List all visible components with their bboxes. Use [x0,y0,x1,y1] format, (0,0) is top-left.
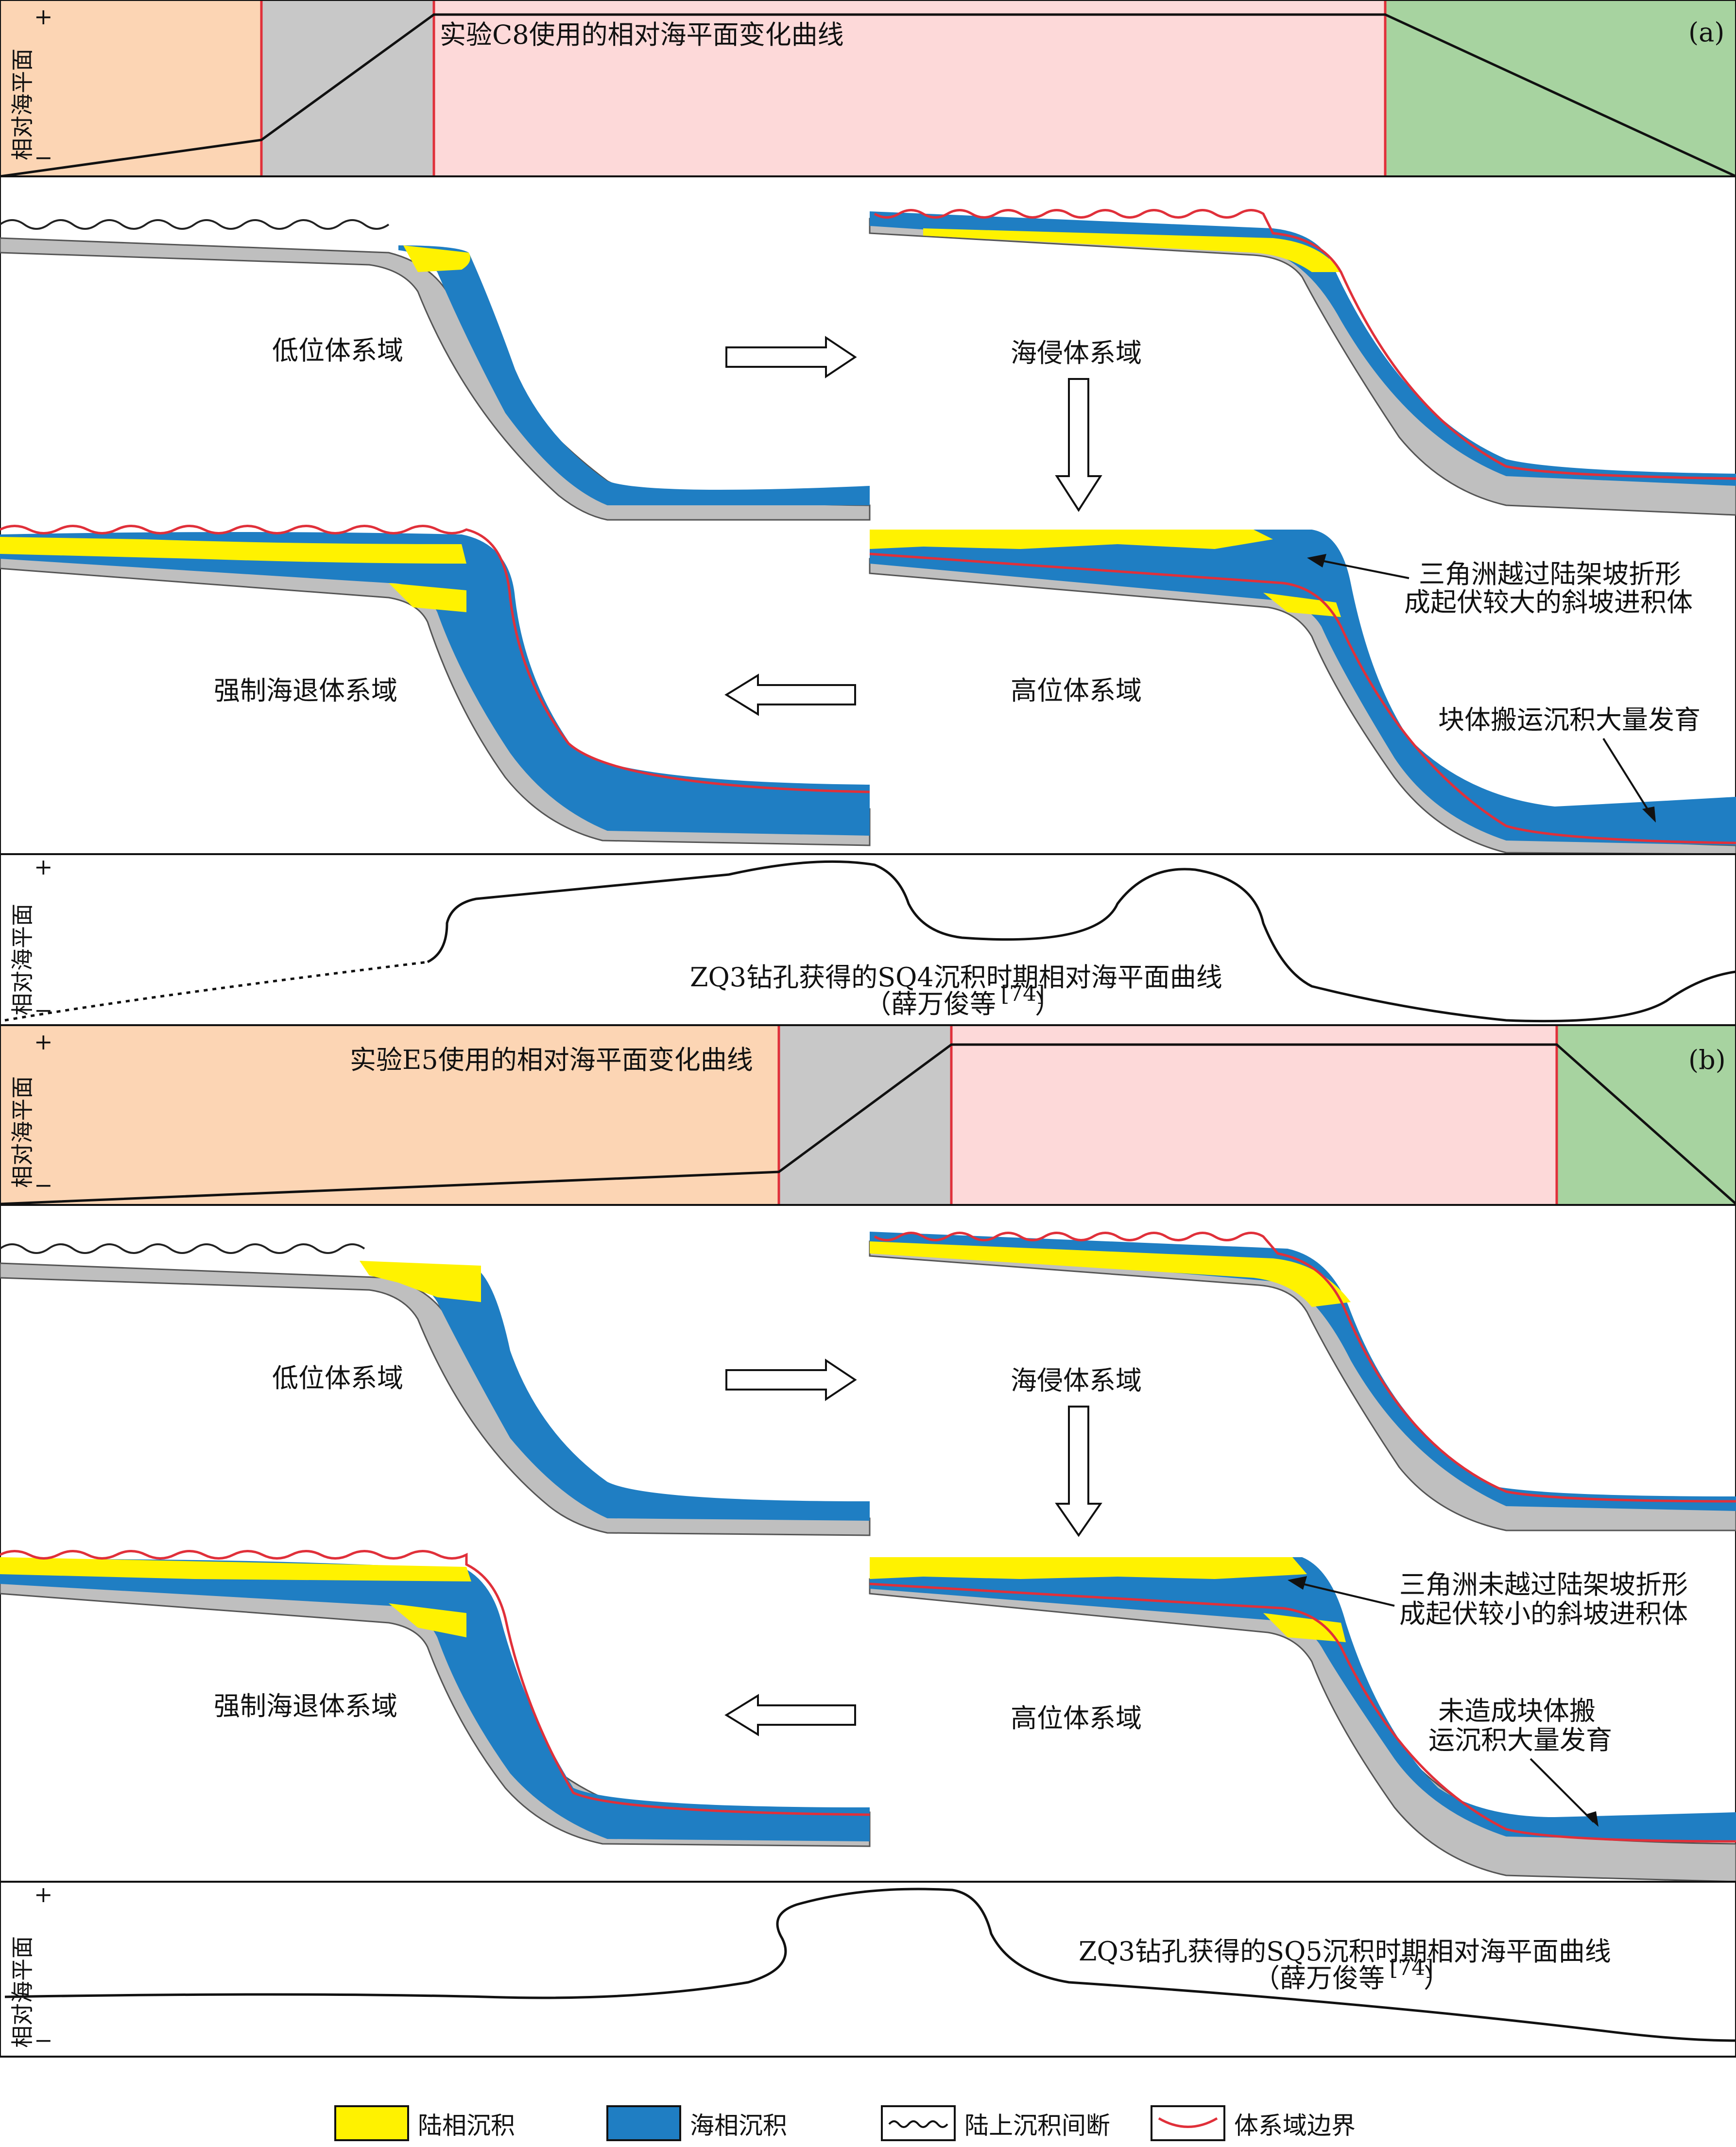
highstand-band [1385,0,1736,176]
panel-a-lowstand-section: 低位体系域 [0,219,871,521]
tract-label-lowstand-b: 低位体系域 [272,1363,403,1393]
legend-hiatus: 陆上沉积间断 [881,2105,1110,2141]
panel-b-letter: (b) [1688,1045,1726,1075]
axis-plus: + [34,3,53,30]
tract-label-highstand-a: 高位体系域 [1011,675,1142,706]
legend-swatch-hiatus [881,2105,956,2141]
legend-swatch-terrestrial [334,2105,409,2141]
axis-label: 相对海平面 [9,904,35,1015]
axis-plus: + [34,1881,53,1907]
annotation-mtd-a: 块体搬运沉积大量发育 [1438,704,1701,735]
axis-minus: − [34,1172,53,1198]
tract-label-lowstand-a: 低位体系域 [272,335,403,366]
annotation-mtd-b-line2: 运沉积大量发育 [1428,1725,1612,1755]
legend-swatch-boundary [1151,2105,1225,2141]
legend-boundary: 体系域边界 [1151,2105,1356,2141]
axis-label: 相对海平面 [9,1936,35,2048]
panel-b-axis-top: 相对海平面 + − [9,1029,53,1198]
legend-marine: 海相沉积 [606,2105,787,2141]
annotation-delta-b-line2: 成起伏较小的斜坡进积体 [1399,1598,1688,1629]
panel-a-well-title: ZQ3钻孔获得的SQ4沉积时期相对海平面曲线 [690,962,1222,993]
boundary-line-icon [1158,2117,1218,2128]
axis-plus: + [34,1029,53,1055]
legend-label-hiatus: 陆上沉积间断 [964,2112,1110,2140]
annotation-mtd-b-line1: 未造成块体搬 [1438,1696,1596,1726]
panel-b-forced-section: 强制海退体系域 [0,1550,871,1847]
transgressive-band [434,0,1385,176]
panel-a-well-curve: 相对海平面 + − ZQ3钻孔获得的SQ4沉积时期相对海平面曲线 （薛万俊等 [… [0,853,1736,1026]
panel-a-sea-level-line [0,13,1736,178]
panel-a-curve-title: 实验C8使用的相对海平面变化曲线 [440,19,844,50]
transgressive-band [951,1025,1557,1205]
arrow-right-b [725,1358,857,1401]
panel-a-highstand-section: 高位体系域 三角洲越过陆架坡折形 成起伏较大的斜坡进积体 块体搬运沉积大量发育 [869,530,1736,855]
panel-a-well-close: ） [1035,989,1061,1019]
annotation-delta-a-line1: 三角洲越过陆架坡折形 [1419,559,1681,589]
panel-a: 实验C8使用的相对海平面变化曲线 (a) 相对海平面 + − 低位体系域 海侵体… [0,0,1736,1026]
tract-label-forced-b: 强制海退体系域 [214,1691,397,1721]
legend-swatch-marine [606,2105,681,2141]
panel-a-transgressive-section: 海侵体系域 [869,209,1736,516]
panel-b-curve-bar: 实验E5使用的相对海平面变化曲线 (b) 相对海平面 + − [0,1024,1736,1206]
panel-b-well-title: ZQ3钻孔获得的SQ5沉积时期相对海平面曲线 [1079,1936,1611,1967]
panel-b-well-close: ） [1424,1963,1450,1993]
tract-label-transgressive-b: 海侵体系域 [1011,1365,1142,1396]
axis-label: 相对海平面 [9,1076,35,1188]
legend: 陆相沉积 海相沉积 陆上沉积间断 体系域边界 [334,2105,1356,2141]
arrow-left-a [724,673,856,716]
axis-plus: + [34,854,53,880]
axis-label: 相对海平面 [9,49,35,160]
panel-b-strat-frame [0,1204,1736,1883]
falling-band [261,0,434,176]
panel-b-arrows [724,1358,1102,1736]
panel-a-letter: (a) [1688,17,1724,48]
axis-minus: − [34,997,53,1023]
annotation-delta-b-line1: 三角洲未越过陆架坡折形 [1399,1569,1688,1600]
panel-b-curve-title: 实验E5使用的相对海平面变化曲线 [350,1045,753,1075]
lowstand-band [0,1025,779,1205]
axis-minus: − [34,2027,53,2053]
axis-minus: − [34,144,53,171]
tract-label-highstand-b: 高位体系域 [1011,1703,1142,1734]
panel-b-lowstand-section: 低位体系域 [0,1243,871,1536]
legend-terrestrial: 陆相沉积 [334,2105,515,2141]
panel-b-transgressive-section: 海侵体系域 [869,1232,1736,1531]
annotation-delta-a-line2: 成起伏较大的斜坡进积体 [1404,587,1693,618]
arrow-left-b [724,1694,856,1736]
panel-b: 实验E5使用的相对海平面变化曲线 (b) 相对海平面 + − 低位体系域 海侵体… [0,1024,1736,2058]
panel-b-highstand-section: 高位体系域 三角洲未越过陆架坡折形 成起伏较小的斜坡进积体 未造成块体搬 运沉积… [869,1557,1736,1883]
arrow-down-b [1055,1406,1102,1537]
wave-icon [888,2120,948,2128]
panel-a-axis-top: 相对海平面 + − [9,3,53,171]
panel-b-sea-level-line [0,1043,1736,1205]
panel-a-curve-bar: 实验C8使用的相对海平面变化曲线 (a) 相对海平面 + − [0,0,1736,178]
highstand-band [1557,1025,1736,1205]
falling-band [779,1025,951,1205]
panel-a-well-ref: [74] [1001,981,1045,1006]
legend-label-boundary: 体系域边界 [1234,2112,1356,2140]
arrow-right-a [725,336,857,378]
panel-a-forced-section: 强制海退体系域 [0,525,871,846]
panel-b-well-curve: 相对海平面 + − ZQ3钻孔获得的SQ5沉积时期相对海平面曲线 （薛万俊等 [… [0,1881,1736,2058]
tract-label-transgressive-a: 海侵体系域 [1011,338,1142,368]
legend-label-terrestrial: 陆相沉积 [418,2112,515,2140]
panel-b-well-ref: [74] [1390,1956,1433,1980]
panel-b-well-author: （薛万俊等 [1254,1963,1385,1993]
panel-a-arrows [724,336,1102,716]
legend-label-marine: 海相沉积 [690,2112,787,2140]
panel-a-well-author: （薛万俊等 [865,989,996,1019]
arrow-down-a [1055,378,1102,512]
tract-label-forced-a: 强制海退体系域 [214,675,397,706]
